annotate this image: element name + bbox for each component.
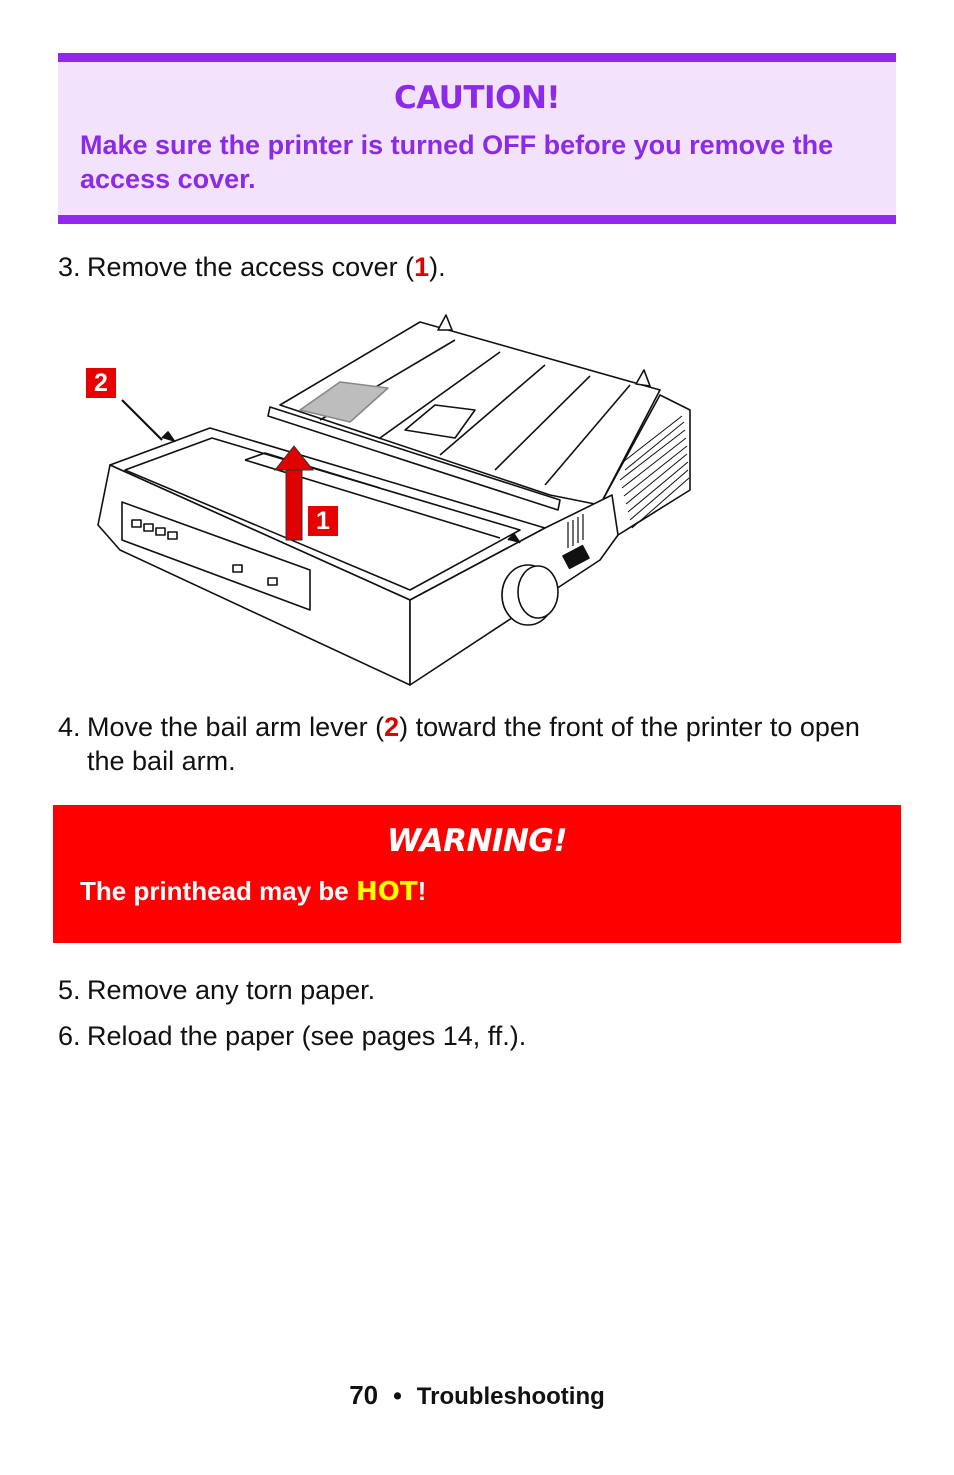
step-text-part: ). xyxy=(429,252,446,282)
printer-drawing xyxy=(97,314,691,686)
warning-text-part: The printhead may be xyxy=(80,876,356,906)
warning-title: WARNING! xyxy=(387,823,567,859)
footer-separator: • xyxy=(393,1382,402,1410)
step-number: 4. xyxy=(58,712,81,742)
callout-1-label: 1 xyxy=(308,506,338,536)
warning-text-part: ! xyxy=(417,876,427,906)
callout-reference: 2 xyxy=(384,712,400,742)
warning-body: The printhead may be HOT! xyxy=(80,876,426,907)
step-text-part: Remove the access cover ( xyxy=(87,252,415,282)
caution-title: CAUTION! xyxy=(393,80,561,116)
step-text: Move the bail arm lever (2) toward the f… xyxy=(87,710,898,778)
printer-illustration: 2 1 xyxy=(80,310,700,695)
step-text: Remove the access cover (1). xyxy=(87,250,898,284)
hot-emphasis: HOT xyxy=(355,877,418,907)
callout-2-label: 2 xyxy=(86,368,116,398)
step-6: 6. Reload the paper (see pages 14, ff.). xyxy=(58,1019,898,1053)
step-text: Remove any torn paper. xyxy=(87,975,376,1005)
caution-body: Make sure the printer is turned OFF befo… xyxy=(80,130,834,194)
step-number: 5. xyxy=(58,975,81,1005)
step-number: 6. xyxy=(58,1021,81,1051)
step-text: Reload the paper (see pages 14, ff.). xyxy=(87,1021,527,1051)
caution-box: CAUTION! Make sure the printer is turned… xyxy=(58,53,896,224)
step-4: 4. Move the bail arm lever (2) toward th… xyxy=(58,710,898,778)
section-name: Troubleshooting xyxy=(416,1383,605,1410)
page-footer: 70 • Troubleshooting xyxy=(0,1380,954,1411)
step-text-part: Move the bail arm lever ( xyxy=(87,712,385,742)
step-number: 3. xyxy=(58,252,81,282)
arrow-up-icon xyxy=(273,445,315,541)
step-3: 3. Remove the access cover (1). xyxy=(58,250,898,284)
callout-2-leader xyxy=(121,399,163,441)
warning-box: WARNING! The printhead may be HOT! xyxy=(53,805,901,943)
page-number: 70 xyxy=(349,1380,379,1410)
step-5: 5. Remove any torn paper. xyxy=(58,973,898,1007)
callout-reference: 1 xyxy=(414,252,430,282)
step-text-part: ) toward the front of the printer to ope… xyxy=(87,712,860,776)
